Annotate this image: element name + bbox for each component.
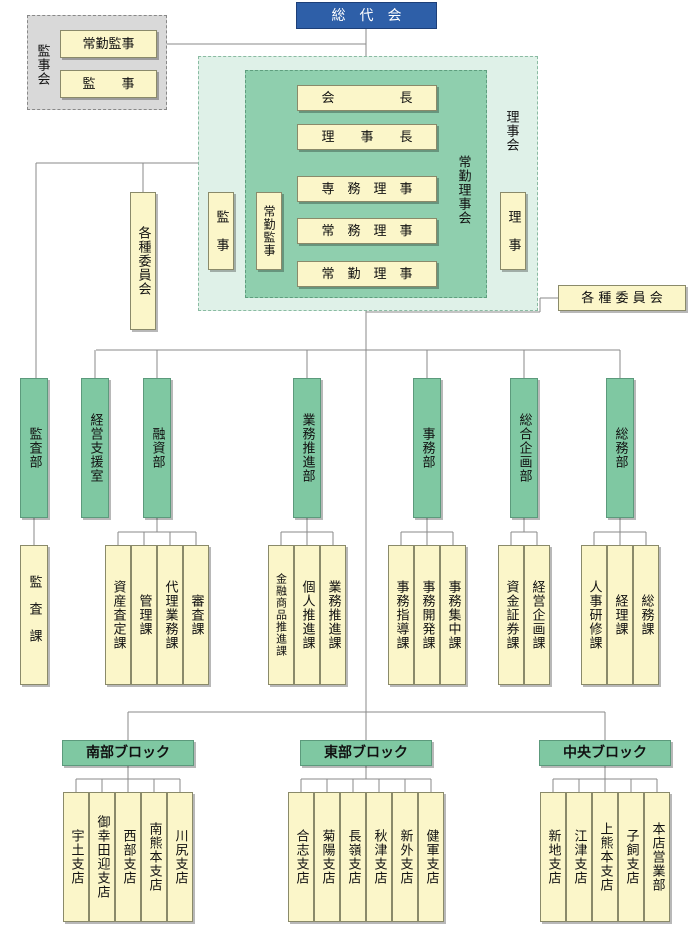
board-label: 理事会 (503, 110, 519, 152)
department-box: 総合企画部 (510, 378, 538, 518)
auditor-group-label: 監事会 (34, 44, 50, 86)
committees-right-box: 各 種 委 員 会 (558, 285, 686, 311)
branch-box: 秋津支店 (366, 792, 392, 922)
managing-director-box: 常 務 理 事 (297, 218, 437, 244)
board-auditor-box: 監 事 (208, 192, 234, 270)
auditor-box: 監 事 (60, 70, 157, 98)
department-box: 総務部 (606, 378, 634, 518)
branch-box: 子飼支店 (618, 792, 644, 922)
section-box: 総務課 (633, 545, 659, 685)
section-box: 資金証券課 (498, 545, 524, 685)
section-box: 事務集中課 (440, 545, 466, 685)
branch-box: 新地支店 (540, 792, 566, 922)
section-box: 代理業務課 (157, 545, 183, 685)
branch-box: 長嶺支店 (340, 792, 366, 922)
branch-box: 江津支店 (566, 792, 592, 922)
branch-box: 合志支店 (288, 792, 314, 922)
branch-box: 南熊本支店 (141, 792, 167, 922)
section-box: 金融商品推進課 (268, 545, 294, 685)
committees-left-box: 各種委員会 (130, 192, 156, 330)
section-box: 経営企画課 (524, 545, 550, 685)
section-box: 人事研修課 (581, 545, 607, 685)
section-box: 監査課 (20, 545, 48, 685)
standing-director-box: 常 勤 理 事 (297, 261, 437, 287)
chairman-box: 会 長 (297, 85, 437, 111)
department-box: 事務部 (413, 378, 441, 518)
block-box: 南部ブロック (62, 740, 194, 766)
section-box: 個人推進課 (294, 545, 320, 685)
section-box: 経理課 (607, 545, 633, 685)
branch-box: 西部支店 (115, 792, 141, 922)
senior-managing-director-box: 専 務 理 事 (297, 176, 437, 202)
department-box: 業務推進部 (293, 378, 321, 518)
section-box: 業務推進課 (320, 545, 346, 685)
block-box: 東部ブロック (300, 740, 432, 766)
department-box: 融資部 (143, 378, 171, 518)
branch-box: 本店営業部 (644, 792, 670, 922)
section-box: 管理課 (131, 545, 157, 685)
section-box: 事務開発課 (414, 545, 440, 685)
branch-box: 宇土支店 (63, 792, 89, 922)
general-assembly-box: 総 代 会 (296, 2, 437, 29)
department-box: 経営支援室 (81, 378, 109, 518)
standing-auditor-board-box: 常勤監事 (256, 192, 282, 270)
department-box: 監査部 (20, 378, 48, 518)
president-box: 理 事 長 (297, 124, 437, 150)
standing-board-label: 常勤理事会 (455, 155, 471, 225)
branch-box: 御幸田迎支店 (89, 792, 115, 922)
section-box: 審査課 (183, 545, 209, 685)
section-box: 資産査定課 (105, 545, 131, 685)
branch-box: 菊陽支店 (314, 792, 340, 922)
branch-box: 新外支店 (392, 792, 418, 922)
branch-box: 上熊本支店 (592, 792, 618, 922)
block-box: 中央ブロック (539, 740, 671, 766)
standing-auditor-box: 常勤監事 (60, 30, 157, 58)
branch-box: 健軍支店 (418, 792, 444, 922)
section-box: 事務指導課 (388, 545, 414, 685)
board-director-box: 理 事 (500, 192, 526, 270)
branch-box: 川尻支店 (167, 792, 193, 922)
